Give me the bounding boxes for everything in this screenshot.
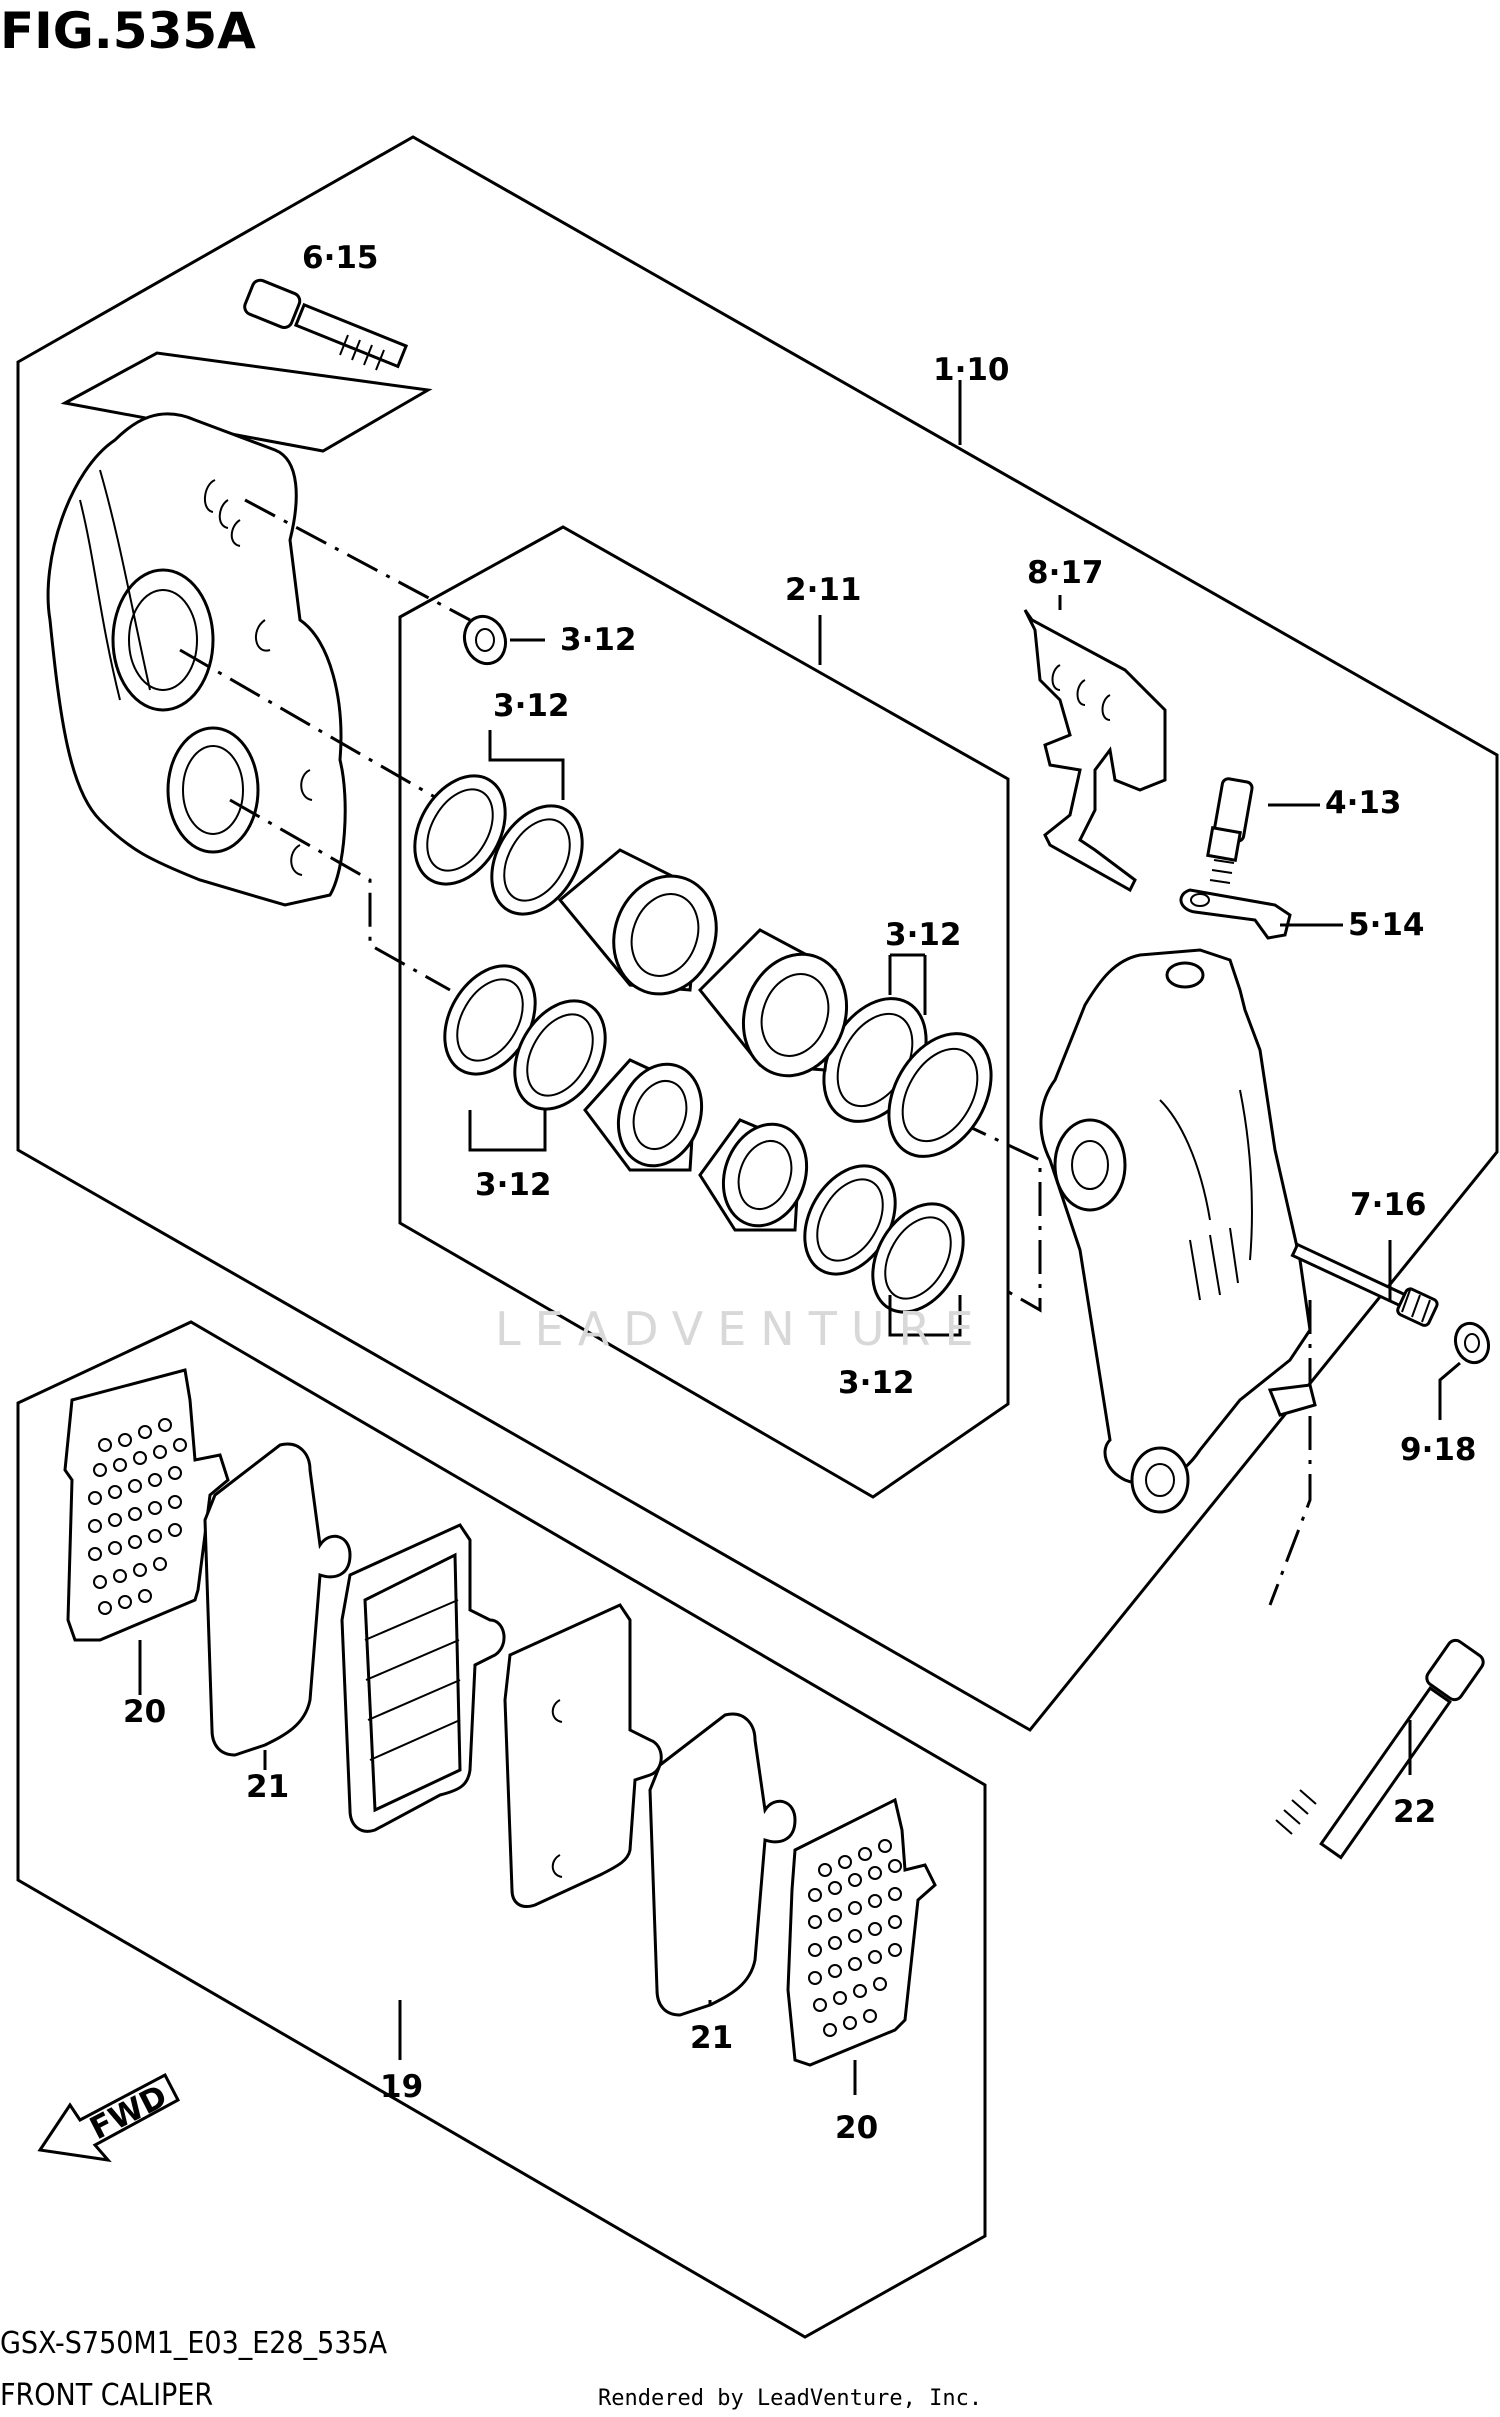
piston-lower-right	[698, 1118, 809, 1232]
brake-pad-backing-right	[503, 1603, 663, 1908]
label-5-14: 5·14	[1348, 907, 1425, 943]
axis-line-right	[954, 1118, 1042, 1313]
label-3-12-lower: 3·12	[475, 1167, 552, 1203]
caliper-half-right	[1039, 948, 1317, 1514]
label-20-right: 20	[835, 2110, 878, 2146]
cap-5-14	[1179, 888, 1292, 940]
pad-spring-8-17	[1023, 609, 1167, 893]
label-3-12-bottom: 3·12	[838, 1365, 915, 1401]
leader-lines	[138, 380, 1461, 2095]
seal-small-top	[462, 614, 508, 666]
shim-21-left	[203, 1442, 352, 1757]
shim-21-right	[648, 1712, 797, 2017]
rendered-by: Rendered by LeadVenture, Inc.	[598, 2386, 982, 2411]
shim-20-left	[63, 1368, 230, 1642]
pin-7-16	[1290, 1242, 1439, 1327]
seal-ring-right-lower	[803, 1164, 965, 1314]
clip-9-18	[1453, 1321, 1491, 1365]
fwd-arrow-icon: FWD	[37, 2072, 181, 2163]
shim-20-right	[786, 1797, 937, 2067]
seal-ring-lower-pair	[443, 964, 607, 1111]
piston-set-frame	[398, 525, 1010, 1499]
label-21-left: 21	[246, 1769, 289, 1805]
label-2-11: 2·11	[785, 572, 862, 608]
label-3-12-top: 3·12	[560, 622, 637, 658]
caliper-assembly-frame	[16, 135, 1499, 1732]
bolt-22	[1275, 1638, 1485, 1860]
label-7-16: 7·16	[1350, 1187, 1427, 1223]
watermark: LEADVENTURE	[495, 1302, 988, 1356]
label-6-15: 6·15	[302, 240, 379, 276]
axis-line-mid	[179, 648, 441, 802]
bleeder-valve-4-13	[1206, 777, 1254, 884]
axis-line-bolt	[1268, 1300, 1312, 1606]
piston-upper-right	[697, 928, 849, 1078]
fwd-label: FWD	[84, 2078, 173, 2147]
label-1-10: 1·10	[933, 352, 1010, 388]
figure-title: FIG.535A	[0, 2, 256, 60]
axis-line-lower	[229, 798, 451, 992]
label-4-13: 4·13	[1325, 785, 1402, 821]
label-20-left: 20	[123, 1694, 166, 1730]
label-8-17: 8·17	[1027, 555, 1104, 591]
label-19: 19	[380, 2069, 423, 2105]
bolt-6-15	[243, 278, 409, 371]
label-22: 22	[1393, 1794, 1436, 1830]
brake-pad-set-frame	[16, 1320, 987, 2339]
seal-ring-right-upper	[822, 997, 993, 1158]
piston-upper-left	[557, 848, 718, 996]
brake-pad-left	[340, 1523, 506, 1833]
model-code: GSX-S750M1_E03_E28_535A	[0, 2326, 388, 2361]
label-9-18: 9·18	[1400, 1432, 1477, 1468]
axis-line-upper	[244, 498, 471, 622]
caption: FRONT CALIPER	[0, 2378, 213, 2413]
label-3-12-right: 3·12	[885, 917, 962, 953]
label-3-12-upper: 3·12	[493, 688, 570, 724]
label-21-right: 21	[690, 2020, 733, 2056]
seal-ring-upper-pair	[413, 774, 584, 916]
piston-lower-left	[583, 1058, 704, 1172]
